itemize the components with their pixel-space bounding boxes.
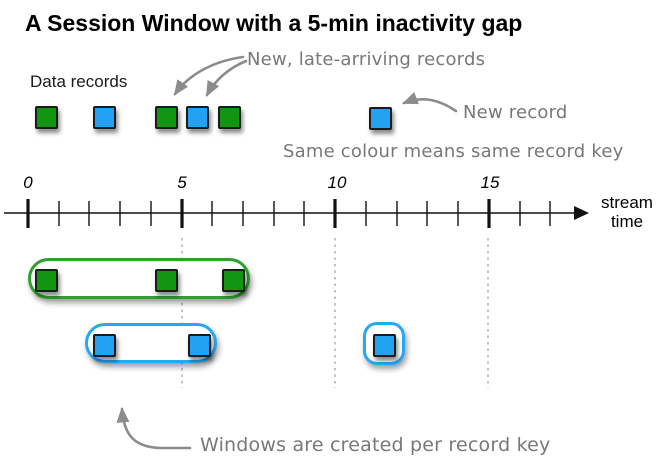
window-record-blue-3	[373, 334, 396, 357]
record-green-2-late	[155, 106, 178, 129]
tick-label-0: 0	[23, 173, 33, 192]
late-arrow-right-icon	[205, 59, 248, 97]
tick-label-5: 5	[177, 173, 187, 192]
diagram-title: A Session Window with a 5-min inactivity…	[25, 10, 523, 36]
late-arrow-left-icon	[173, 55, 245, 96]
axis-arrowhead-icon	[574, 206, 589, 220]
record-green-3	[218, 106, 241, 129]
stream-time-axis-label: stream time	[590, 193, 664, 231]
window-record-green-3	[222, 269, 245, 292]
new-record-annotation: New record	[463, 102, 568, 123]
time-label: time	[610, 212, 644, 231]
per-record-key-annotation: Windows are created per record key	[200, 434, 551, 456]
stream-label: stream	[601, 193, 653, 212]
record-blue-1	[93, 106, 116, 129]
late-arriving-annotation: New, late-arriving records	[247, 49, 486, 70]
window-record-green-2	[155, 269, 178, 292]
record-green-1	[35, 106, 58, 129]
per-record-key-arrow-icon	[116, 406, 192, 450]
tick-label-15: 15	[480, 173, 500, 192]
tick-label-10: 10	[327, 173, 347, 192]
session-window-green	[28, 258, 250, 299]
window-record-blue-2	[188, 334, 211, 357]
new-record-arrow-icon	[402, 92, 458, 113]
window-record-green-1	[35, 269, 58, 292]
data-records-label: Data records	[30, 72, 128, 91]
record-blue-2-late	[186, 106, 209, 129]
same-colour-annotation: Same colour means same record key	[283, 141, 624, 162]
stream-time-axis	[4, 199, 589, 228]
record-blue-new	[369, 107, 392, 130]
window-record-blue-1	[93, 334, 116, 357]
